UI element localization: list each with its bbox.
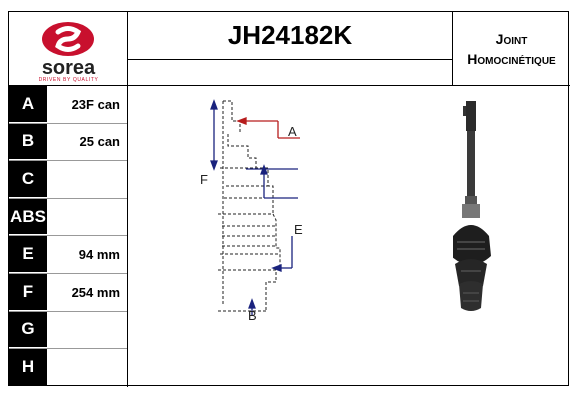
spec-key: B <box>9 123 47 161</box>
spec-key: C <box>9 161 47 198</box>
diagram-label-a: A <box>288 124 297 139</box>
diagram-label-f: F <box>200 172 208 187</box>
table-divider <box>127 86 128 387</box>
spec-value <box>47 161 128 198</box>
spec-key: G <box>9 311 47 349</box>
cv-joint-photo-icon <box>451 101 491 311</box>
product-type-line1: Joint <box>495 30 528 47</box>
spec-key: E <box>9 236 47 273</box>
spec-row-abs: ABS <box>9 198 128 237</box>
spec-row-c: C <box>9 161 128 199</box>
spec-key: H <box>9 349 47 387</box>
spec-key: ABS <box>9 198 47 236</box>
spec-value <box>47 312 128 349</box>
spec-value: 94 mm <box>78 247 120 263</box>
spec-row-a: A 23F can <box>9 86 128 124</box>
spec-row-e: E 94 mm <box>9 236 128 274</box>
spec-row-h: H <box>9 349 128 387</box>
sorea-logo-icon <box>42 22 94 56</box>
part-number: JH24182K <box>128 12 453 60</box>
spec-key: A <box>9 86 47 123</box>
spec-value <box>47 199 128 236</box>
spec-value: 23F can <box>71 96 120 112</box>
spec-table: A 23F can B 25 can C ABS E 94 mm F 254 m… <box>9 86 128 387</box>
brand-name: sorea <box>41 57 96 79</box>
joint-diagram: A B E F <box>128 86 453 387</box>
joint-photo <box>451 86 570 387</box>
cv-joint-outline-icon: A B E F <box>200 99 303 323</box>
spec-row-b: B 25 can <box>9 123 128 162</box>
spec-value: 25 can <box>79 134 120 150</box>
diagram-label-e: E <box>294 222 303 237</box>
spec-value: 254 mm <box>71 284 120 300</box>
spec-key: F <box>9 273 47 311</box>
brand-tagline: DRIVEN BY QUALITY <box>38 77 99 83</box>
product-type-line2: Homocinétique <box>467 50 556 67</box>
brand-logo: sorea DRIVEN BY QUALITY <box>9 12 128 86</box>
spec-row-f: F 254 mm <box>9 273 128 312</box>
part-subtitle-cell <box>128 60 453 86</box>
spec-value <box>47 349 128 387</box>
product-type: Joint Homocinétique <box>453 12 570 86</box>
product-sheet: sorea DRIVEN BY QUALITY JH24182K Joint H… <box>8 11 570 387</box>
diagram-label-b: B <box>248 308 257 323</box>
spec-row-g: G <box>9 311 128 350</box>
